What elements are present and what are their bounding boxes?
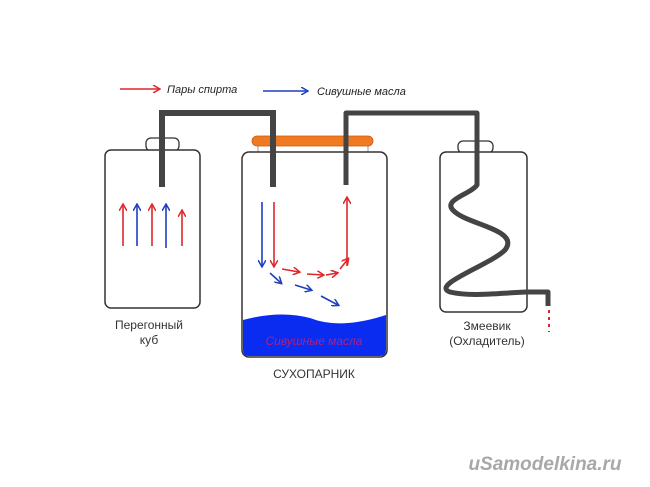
vapor-arrow xyxy=(281,269,299,272)
coil-label-line2: (Охладитель) xyxy=(449,334,524,348)
legend-fusel-label: Сивушные масла xyxy=(317,86,406,98)
still-label-line1: Перегонный xyxy=(115,318,183,332)
legend-vapor-label: Пары спирта xyxy=(167,84,237,96)
vapor-arrow xyxy=(306,274,323,275)
watermark-logo: uSamodelkina.ru xyxy=(468,454,621,475)
pipe-still-to-steamer xyxy=(159,110,276,187)
still-vapor-arrows xyxy=(123,205,182,248)
fusel-oil-liquid xyxy=(243,314,386,356)
steamer-flow-arrows xyxy=(262,198,348,305)
coil-label-line1: Змеевик xyxy=(463,319,511,333)
pipe-steamer-to-coil xyxy=(343,110,551,306)
coil-condenser-jar xyxy=(439,140,528,313)
dry-steamer-label: СУХОПАРНИК xyxy=(273,367,355,381)
fusel-arrow xyxy=(294,284,311,290)
vapor-arrow xyxy=(325,273,337,275)
dry-steamer-jar xyxy=(241,135,388,358)
fusel-arrow xyxy=(269,272,281,283)
liquid-label: Сивушные масла xyxy=(266,334,363,348)
jar-lid xyxy=(251,135,374,147)
fusel-arrow xyxy=(320,295,338,305)
still-label-line2: куб xyxy=(140,333,159,347)
